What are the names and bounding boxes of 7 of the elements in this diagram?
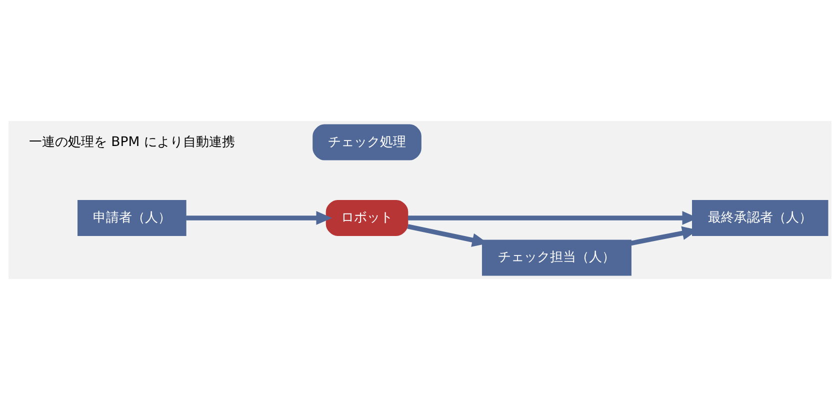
node-box: 最終承認者（人） [692,200,828,236]
node-box: ロボット [326,200,408,236]
node-box: 申請者（人） [78,200,186,236]
node-box: チェック処理 [312,124,422,160]
label: 一連の処理を BPM により自動連携 [28,134,235,150]
node-box: チェック担当（人） [482,240,632,276]
arrow [186,211,332,225]
